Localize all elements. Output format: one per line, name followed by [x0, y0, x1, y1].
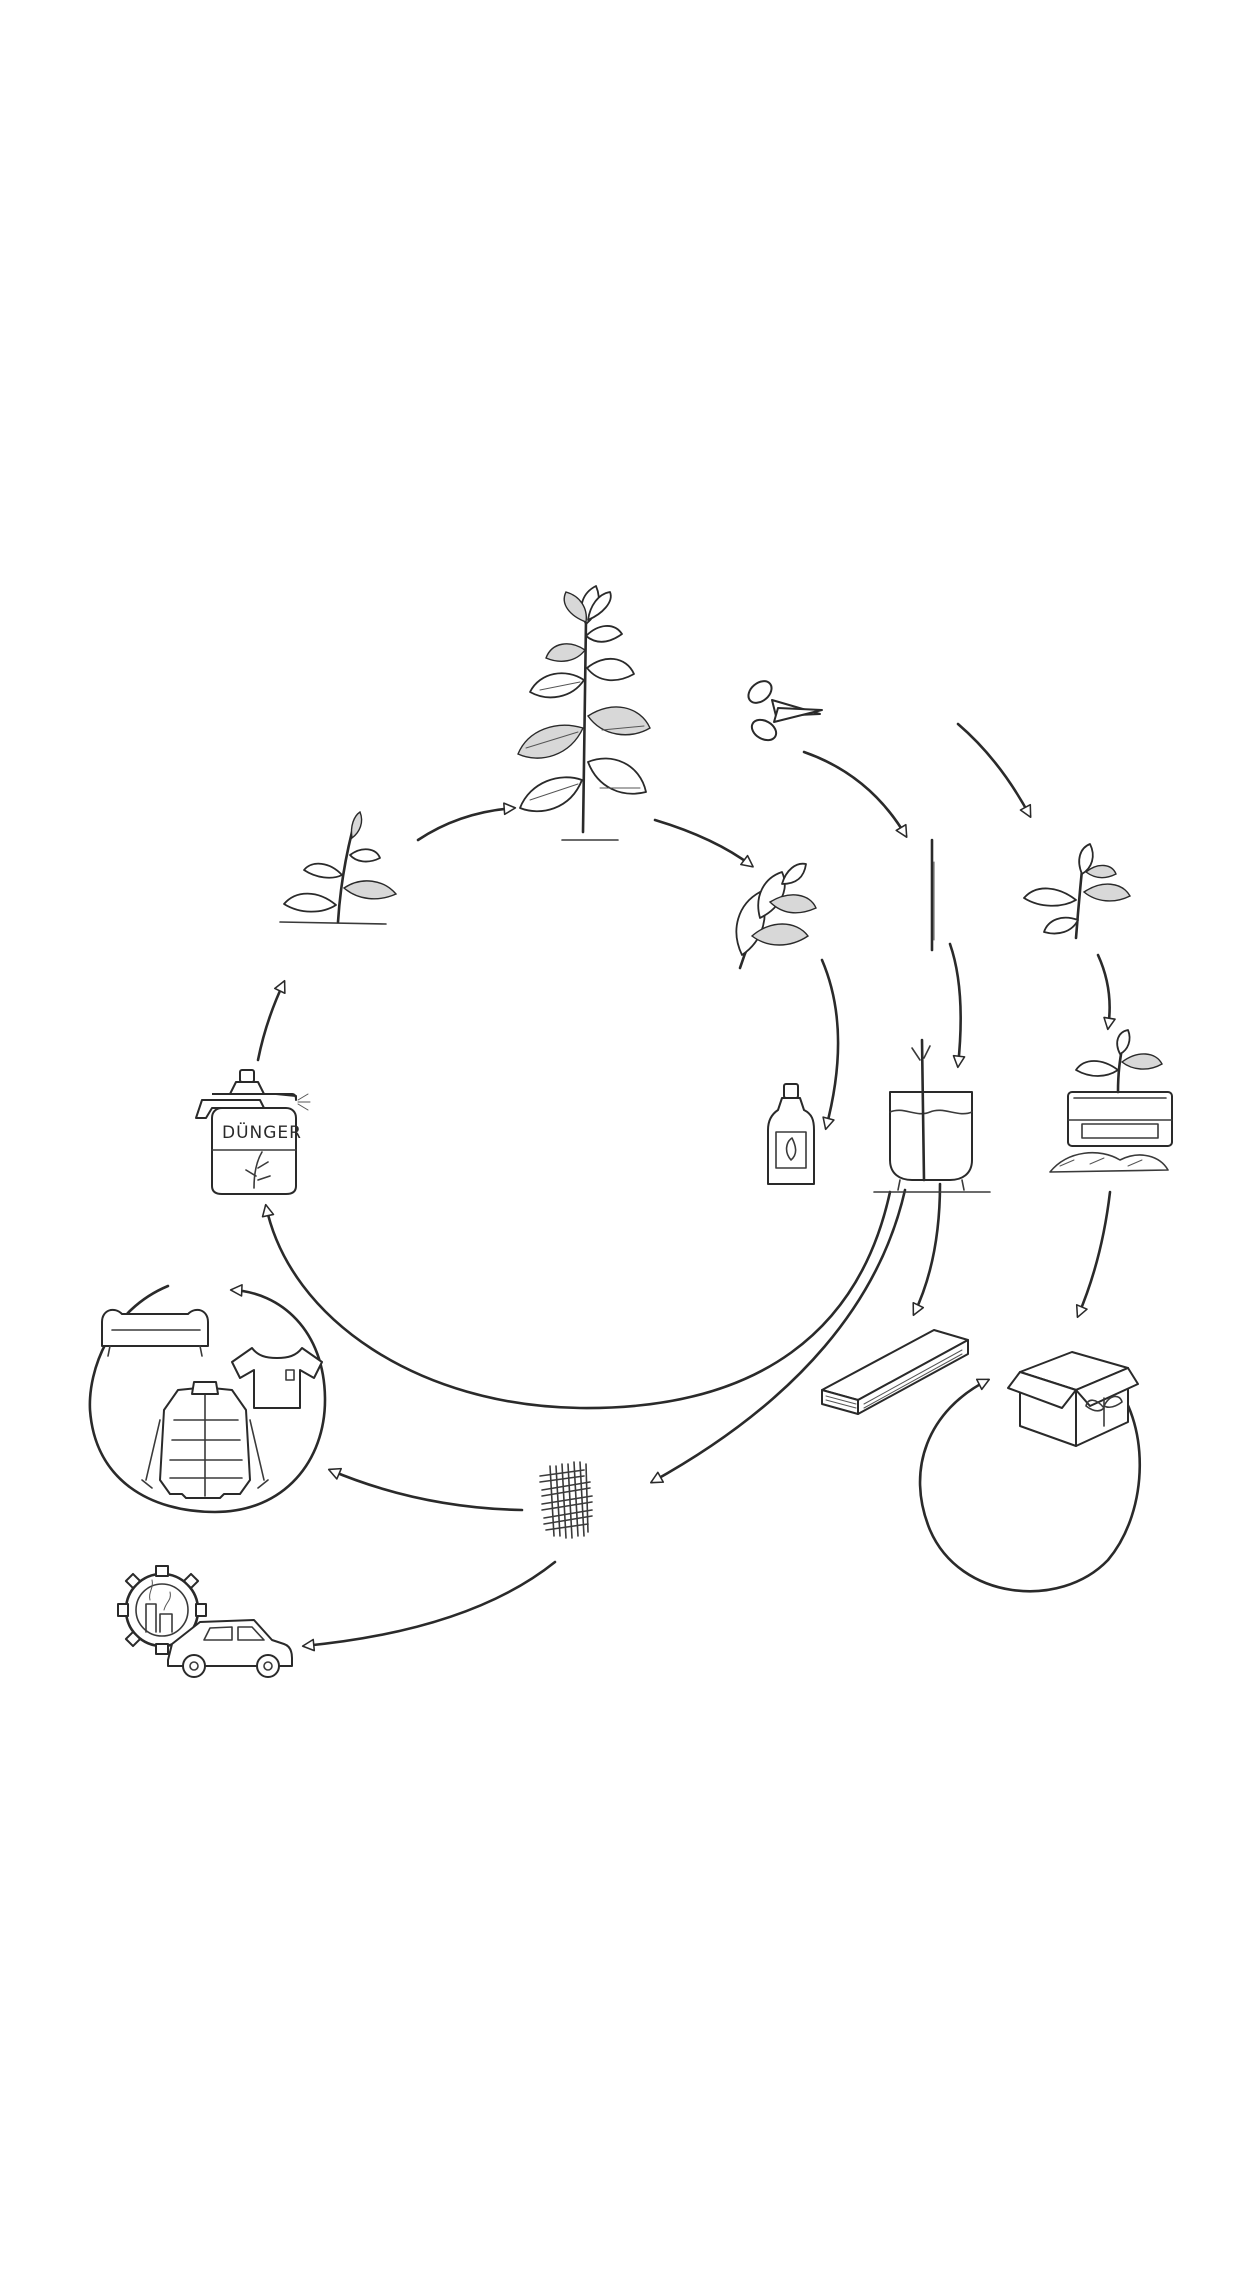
- gear-icon: [117, 1565, 207, 1655]
- textiles-loop-circle: [88, 1284, 327, 1514]
- arrow-fabric-to-textiles: [327, 1467, 524, 1512]
- arrow-spray-to-seedling: [256, 979, 286, 1062]
- nettle-plant-icon: [517, 585, 651, 841]
- textiles-icon: [101, 1308, 323, 1499]
- seedling-icon: [279, 810, 398, 925]
- arrow-top-to-young-plant: [956, 722, 1032, 819]
- bottle-icon: [767, 1083, 815, 1185]
- flow-arrows: [88, 722, 1141, 1652]
- arrow-plant-to-cutting: [653, 818, 754, 868]
- arrow-tank-to-spray: [261, 1190, 892, 1410]
- box-loop-circle: [918, 1376, 1141, 1593]
- arrow-press-to-box: [1075, 1190, 1112, 1319]
- arrow-cutting-to-bottle: [820, 958, 840, 1131]
- arrow-scissors-to-stem: [802, 750, 908, 838]
- jacket-icon: [141, 1381, 269, 1499]
- retting-tank-icon: [873, 1038, 991, 1193]
- arrow-young-plant-to-press: [1096, 953, 1116, 1031]
- arrow-stem-to-tank: [948, 942, 966, 1069]
- fiberboard-icon: [821, 1329, 969, 1415]
- arrow-seedling-to-plant: [416, 802, 517, 842]
- fertilizer-label: DÜNGER: [222, 1121, 302, 1143]
- sofa-icon: [101, 1308, 209, 1357]
- fertilizer-spray-icon: DÜNGER: [195, 1069, 311, 1195]
- industry-car-icon: [117, 1565, 293, 1678]
- press-machine-icon: [1049, 1029, 1173, 1173]
- tshirt-icon: [231, 1347, 323, 1409]
- scissors-icon: [747, 680, 823, 742]
- cardboard-box-icon: [1007, 1351, 1139, 1447]
- arrow-tank-to-fiberboard: [912, 1182, 942, 1317]
- woven-fabric-icon: [539, 1461, 593, 1539]
- car-icon: [167, 1619, 293, 1678]
- leaf-cutting-icon: [735, 862, 817, 970]
- stem-fiber-icon: [930, 838, 935, 952]
- young-plant-icon: [1023, 843, 1131, 940]
- arrow-tank-to-fabric: [650, 1188, 907, 1484]
- arrow-fabric-to-industry: [301, 1560, 557, 1652]
